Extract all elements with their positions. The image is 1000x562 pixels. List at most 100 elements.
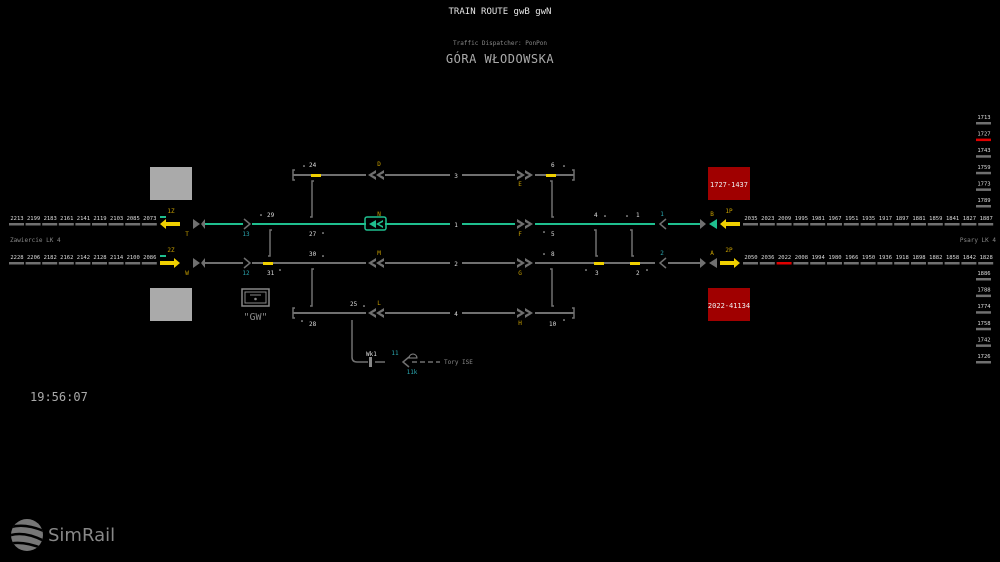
clock: 19:56:07 (30, 390, 88, 404)
station-gw-icon[interactable]: "GW" (241, 288, 270, 323)
track-3-label: 3 (454, 173, 458, 180)
direction-arrows (160, 219, 740, 268)
block-section[interactable] (976, 327, 991, 331)
block-section[interactable] (42, 262, 58, 265)
block-section[interactable] (141, 223, 157, 226)
block-section[interactable] (976, 205, 991, 208)
siding-wk1-label: Wk1 (366, 351, 377, 358)
block-label: 2023 (761, 216, 774, 222)
block-section[interactable] (125, 223, 141, 226)
block-section[interactable] (911, 262, 926, 265)
block-section[interactable] (976, 361, 991, 364)
block-section[interactable] (810, 262, 826, 265)
block-section[interactable] (927, 262, 943, 265)
block-section[interactable] (894, 262, 910, 265)
route-title: TRAIN ROUTE gwB gwN (448, 7, 552, 17)
block-section[interactable] (827, 223, 842, 226)
block-section[interactable] (843, 223, 859, 226)
block-section[interactable] (976, 311, 991, 314)
block-section[interactable] (976, 155, 991, 158)
block-section[interactable] (793, 223, 809, 226)
block-section[interactable] (776, 262, 792, 265)
block-section[interactable] (894, 223, 910, 226)
block-label: 2073 (143, 216, 156, 222)
signal-t-label: T (185, 231, 189, 238)
block-section[interactable] (125, 262, 141, 265)
signal-a[interactable] (700, 258, 717, 268)
switch-10-label: 10 (549, 321, 557, 328)
train-box-top[interactable]: 1727-1437 (708, 167, 750, 200)
block-section[interactable] (976, 171, 991, 175)
block-label: 1995 (795, 216, 808, 222)
siding-wk1[interactable] (369, 353, 440, 367)
block-label: 1827 (963, 216, 976, 222)
block-section[interactable] (827, 262, 842, 265)
block-section[interactable] (58, 262, 74, 265)
block-section[interactable] (944, 223, 960, 226)
block-section[interactable] (793, 262, 809, 265)
signal-b[interactable] (700, 219, 717, 229)
block-section[interactable] (759, 262, 775, 265)
block-section[interactable] (944, 262, 960, 265)
signal-w[interactable] (193, 258, 205, 268)
block-section[interactable] (108, 223, 124, 226)
block-section[interactable] (911, 223, 926, 226)
signal-n-active[interactable] (364, 216, 387, 231)
block-section[interactable] (75, 262, 91, 265)
switch-3-label: 3 (595, 270, 599, 277)
block-label: 2182 (44, 255, 57, 261)
train-box-bottom[interactable]: 2022-41134 (708, 288, 750, 321)
block-label: 2035 (744, 216, 757, 222)
block-section[interactable] (743, 262, 758, 265)
signal-t[interactable] (193, 219, 205, 229)
switch-28-label: 28 (309, 321, 317, 328)
block-section[interactable] (976, 188, 991, 191)
block-section[interactable] (92, 262, 107, 265)
signal-chevrons[interactable] (368, 170, 533, 318)
switch-4-label: 4 (594, 212, 598, 219)
left-bottom-panel[interactable] (150, 288, 192, 321)
block-section[interactable] (877, 223, 893, 226)
block-section[interactable] (978, 262, 994, 265)
block-section[interactable] (9, 223, 24, 226)
left-bottom-indicator (160, 255, 166, 257)
block-section[interactable] (108, 262, 124, 265)
block-label: 1858 (946, 255, 959, 261)
switch-8-label: 8 (551, 251, 555, 258)
train-label: 1727-1437 (710, 181, 748, 189)
block-section[interactable] (58, 223, 74, 226)
track-4[interactable] (292, 307, 575, 319)
left-top-panel[interactable] (150, 167, 192, 200)
block-section[interactable] (877, 262, 893, 265)
block-section[interactable] (810, 223, 826, 226)
block-section[interactable] (927, 223, 943, 226)
block-section[interactable] (42, 223, 58, 226)
block-section[interactable] (843, 262, 859, 265)
block-section[interactable] (9, 262, 24, 265)
block-section[interactable] (743, 223, 758, 226)
block-section[interactable] (25, 223, 41, 226)
block-section[interactable] (976, 138, 991, 142)
block-section[interactable] (75, 223, 91, 226)
block-label: 1936 (879, 255, 892, 261)
block-label: 2199 (27, 216, 40, 222)
block-section[interactable] (141, 262, 157, 265)
block-section[interactable] (976, 278, 991, 281)
block-label: 1759 (977, 165, 990, 171)
block-label: 2086 (143, 255, 156, 261)
block-section[interactable] (860, 262, 876, 265)
block-section[interactable] (961, 262, 977, 265)
block-section[interactable] (759, 223, 775, 226)
block-section[interactable] (976, 344, 991, 347)
block-section[interactable] (961, 223, 977, 226)
block-section[interactable] (776, 223, 792, 226)
block-section[interactable] (25, 262, 41, 265)
block-section[interactable] (978, 223, 994, 226)
block-label: 1774 (977, 304, 991, 310)
block-section[interactable] (976, 294, 991, 298)
block-section[interactable] (92, 223, 107, 226)
signal-l-label: L (377, 300, 381, 307)
block-section[interactable] (976, 122, 991, 125)
block-section[interactable] (860, 223, 876, 226)
block-label: 2142 (77, 255, 90, 261)
